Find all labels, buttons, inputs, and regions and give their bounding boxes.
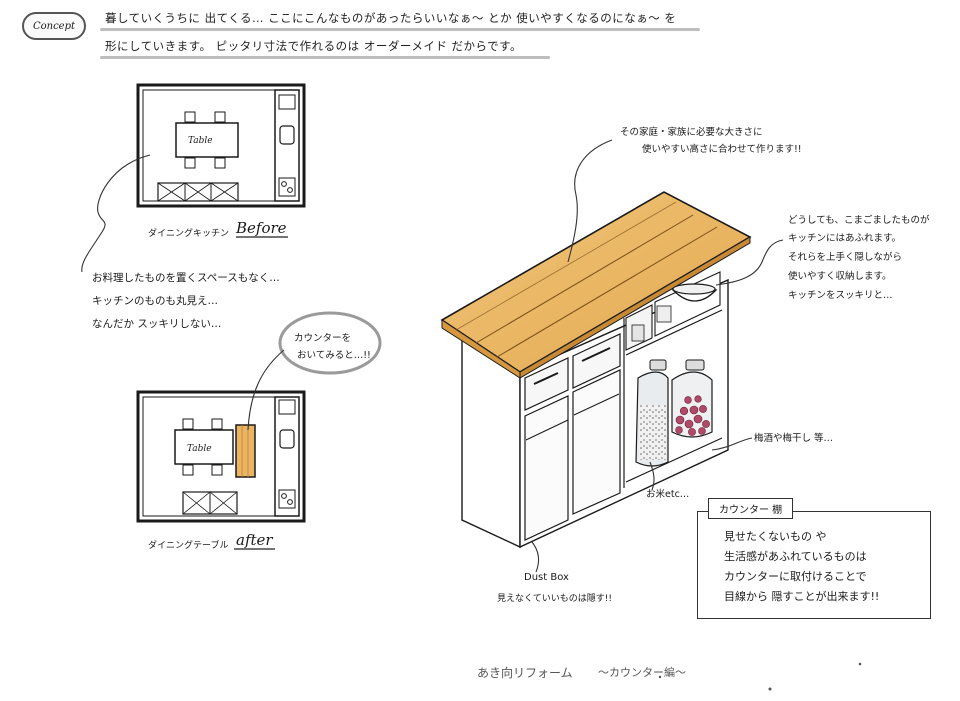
counter-shelf-line-4: 目線から 隠すことが出来ます!! xyxy=(724,590,880,603)
right-note-1: どうしても、こまごましたものが xyxy=(788,215,930,226)
counter-shelf-line-3: カウンターに取付けることで xyxy=(724,570,867,583)
after-caption: ダイニングテーブル xyxy=(148,541,229,551)
top-note-1: その家庭・家族に必要な大きさに xyxy=(620,127,763,138)
before-caption: ダイニングキッチン xyxy=(148,229,230,239)
right-note-2: キッチンにはあふれます。 xyxy=(788,233,902,244)
counter-shelf-title: カウンター 棚 xyxy=(708,498,794,519)
before-table-label: Table xyxy=(188,136,213,146)
counter-sketch xyxy=(440,191,752,549)
concept-badge: Concept xyxy=(22,12,86,40)
problem-note-2: キッチンのものも丸見え… xyxy=(92,295,218,307)
underline-1 xyxy=(100,28,700,31)
dustbox-sub: 見えなくていいものは隠す!! xyxy=(497,594,612,604)
counter-shelf-line-2: 生活感があふれているものは xyxy=(724,550,867,563)
after-table-label: Table xyxy=(187,444,212,454)
footer-brand: あき向リフォーム xyxy=(477,666,573,680)
counter-idea-1: カウンターを xyxy=(294,333,352,344)
before-tag: Before xyxy=(236,219,287,237)
after-floor-plan xyxy=(136,390,306,523)
rice-label: お米etc… xyxy=(646,489,690,500)
counter-idea-2: おいてみると…!! xyxy=(297,350,371,361)
right-note-3: それらを上手く隠しながら xyxy=(788,252,903,263)
counter-shelf-note: カウンター 棚 見せたくないもの や 生活感があふれているものは カウンターに取… xyxy=(697,498,931,619)
footer-title: 〜カウンター編〜 xyxy=(598,666,686,679)
underline-2 xyxy=(100,56,550,59)
dustbox-label: Dust Box xyxy=(524,572,569,583)
before-floor-plan xyxy=(136,83,306,208)
top-note-2: 使いやすい高さに合わせて作ります!! xyxy=(642,144,802,155)
right-note-5: キッチンをスッキリと… xyxy=(788,290,893,301)
intro-line-1: 暮していくうちに 出てくる… ここにこんなものがあったらいいなぁ〜 とか 使いや… xyxy=(105,11,677,25)
pickles-label: 梅酒や梅干し 等… xyxy=(754,433,834,444)
problem-note-1: お料理したものを置くスペースもなく… xyxy=(92,272,280,284)
problem-note-3: なんだか スッキリしない… xyxy=(92,318,222,330)
after-tag: after xyxy=(236,531,273,549)
intro-line-2: 形にしていきます。 ピッタリ寸法で作れるのは オーダーメイド だからです。 xyxy=(105,39,523,53)
right-note-4: 使いやすく収納します。 xyxy=(788,271,892,282)
counter-shelf-line-1: 見せたくないもの や xyxy=(724,530,827,543)
